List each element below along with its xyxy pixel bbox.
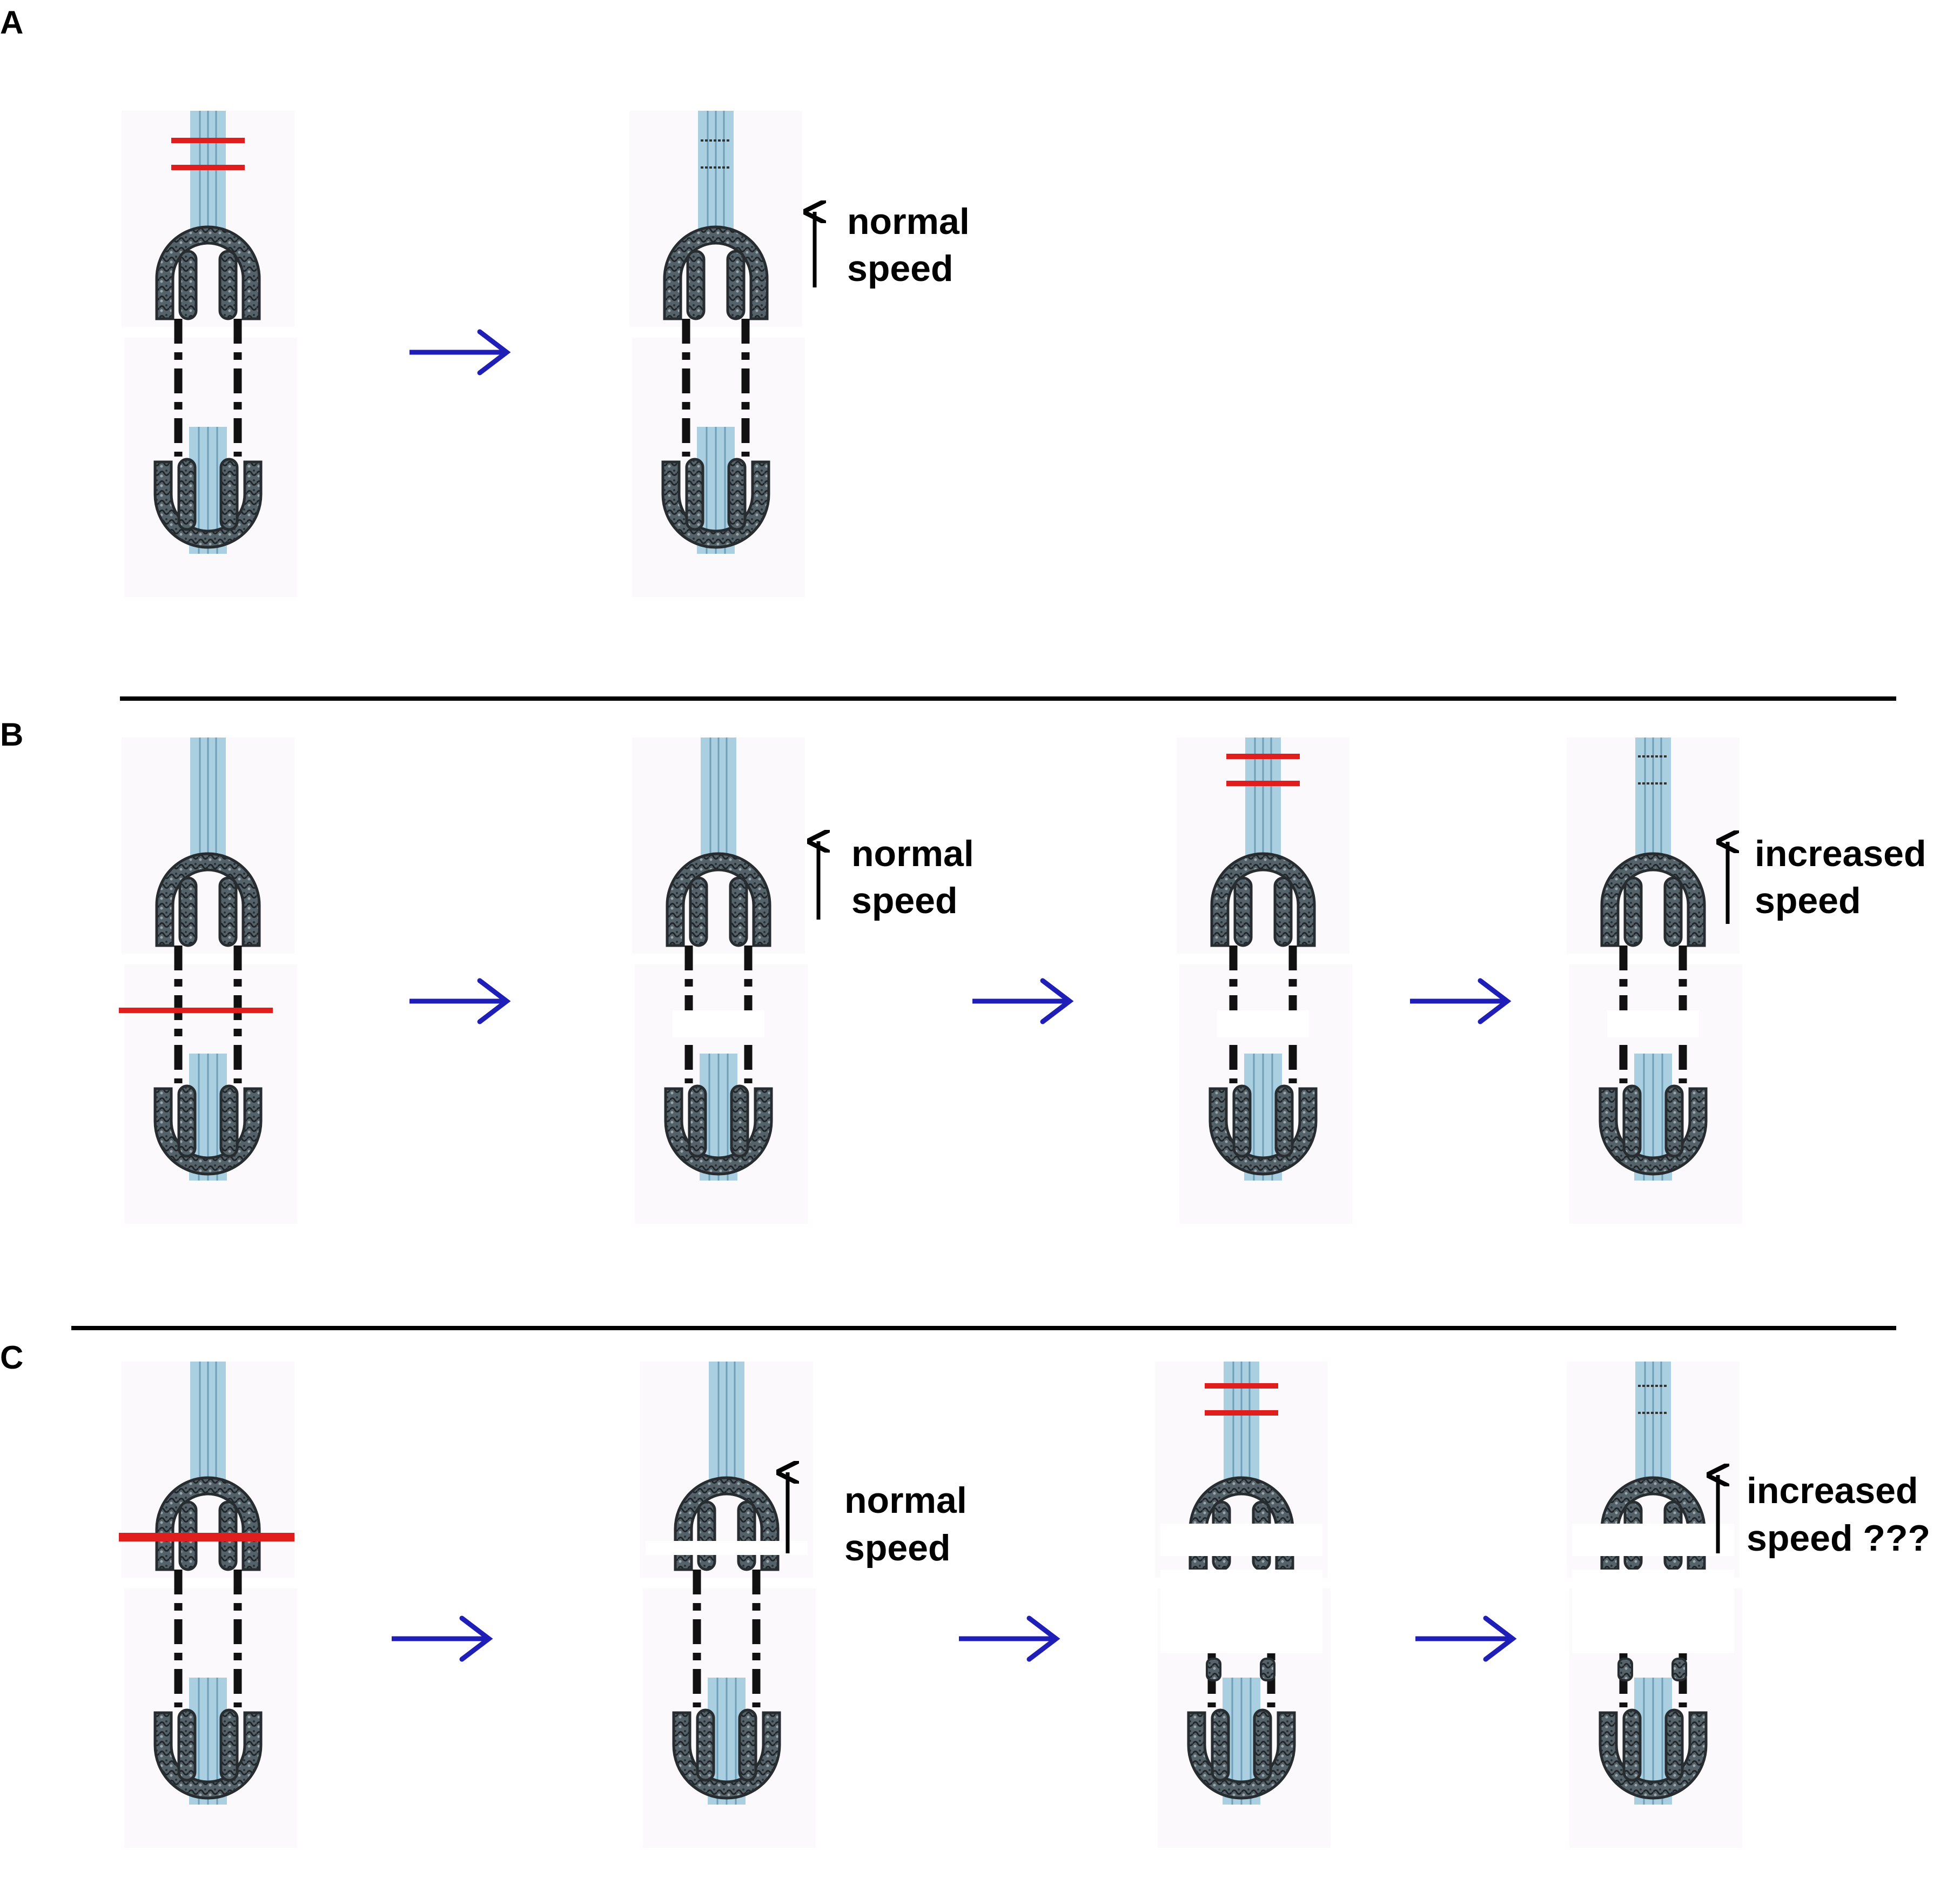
cut-gap — [673, 1010, 764, 1037]
step-arrow — [959, 1618, 1056, 1659]
speed-caption-line1: normal — [847, 201, 970, 242]
nerve-unit — [122, 111, 297, 597]
step-arrow — [409, 981, 507, 1022]
nerve-unit — [1177, 738, 1352, 1224]
cut-gap — [1572, 1524, 1734, 1556]
nerve-unit — [1155, 1362, 1331, 1848]
nerve-unit — [1567, 738, 1742, 1224]
step-arrow — [1415, 1618, 1513, 1659]
step-arrow — [1410, 981, 1507, 1022]
speed-caption-line2: speed — [1755, 880, 1861, 921]
speed-caption-line1: normal — [844, 1480, 967, 1521]
panel-label: B — [0, 716, 23, 753]
panel-label: C — [0, 1339, 23, 1376]
speed-caption-line1: increased — [1755, 833, 1926, 874]
speed-annotation: increased speed ??? — [1718, 1470, 1930, 1559]
speed-annotation: increased speed — [1728, 833, 1926, 924]
cut-gap — [1217, 1010, 1309, 1037]
nerve-unit — [119, 1362, 297, 1848]
step-arrow — [409, 332, 507, 373]
step-arrow — [392, 1618, 489, 1659]
speed-caption-line2: speed — [851, 880, 958, 921]
nerve-unit — [1567, 1362, 1742, 1848]
panel-label: A — [0, 4, 23, 41]
cut-gap — [1607, 1010, 1699, 1037]
nerve-unit — [629, 111, 805, 597]
speed-caption-line1: increased — [1747, 1470, 1918, 1511]
speed-caption-line1: normal — [851, 833, 974, 874]
panel-b: B normal speed increased — [0, 716, 1926, 1224]
speed-annotation: normal speed — [818, 833, 974, 921]
speed-caption-line2: speed ??? — [1747, 1518, 1930, 1559]
cut-gap — [1160, 1524, 1322, 1556]
nerve-unit — [119, 738, 297, 1224]
cut-gap — [646, 1541, 808, 1555]
speed-caption-line2: speed — [844, 1527, 951, 1568]
speed-caption-line2: speed — [847, 248, 954, 289]
speed-annotation: normal speed — [788, 1472, 967, 1568]
nerve-unit — [632, 738, 808, 1224]
speed-annotation: normal speed — [815, 201, 970, 289]
step-arrow — [972, 981, 1070, 1022]
nerve-unit — [640, 1362, 816, 1848]
panel-c: C normal speed — [0, 1339, 1930, 1848]
panel-a: A normal speed — [0, 4, 970, 597]
